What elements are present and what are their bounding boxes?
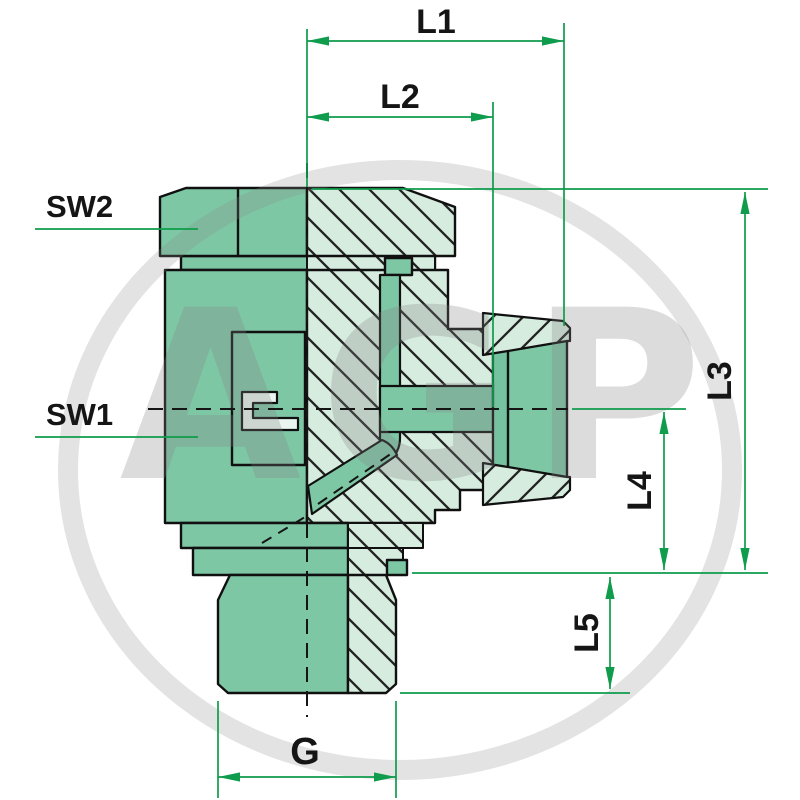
union-nut [481, 311, 572, 507]
dimension-labels: L1 L2 L3 L4 L5 G SW2 SW1 [46, 3, 739, 773]
body-recess-outline [230, 330, 307, 467]
dim-label-l4: L4 [621, 471, 659, 511]
dim-label-l1: L1 [416, 3, 456, 41]
dim-label-sw1: SW1 [46, 397, 113, 432]
watermark-ring [58, 160, 742, 780]
cone-stud [491, 339, 569, 479]
dimension-arrowheads [218, 36, 750, 782]
centerlines [148, 163, 568, 717]
dim-label-sw2: SW2 [46, 189, 113, 224]
bottom-threaded-stud [216, 573, 398, 695]
cross-bore-centerline [317, 452, 393, 505]
dim-label-g: G [290, 731, 320, 773]
body-flange-steps [179, 521, 424, 577]
watermark-text: AGP [120, 261, 721, 534]
port-symbol [240, 390, 300, 432]
dim-label-l5: L5 [568, 613, 606, 653]
watermark: AGP [58, 160, 742, 780]
bottom-tab [385, 558, 409, 577]
cross-bore-centerline-hidden [261, 516, 306, 544]
cross-drilling [306, 438, 399, 516]
dimension-lines [35, 23, 768, 798]
fitting-cross-section [158, 186, 572, 695]
dim-label-l3: L3 [701, 361, 739, 401]
dim-label-l2: L2 [380, 78, 420, 116]
